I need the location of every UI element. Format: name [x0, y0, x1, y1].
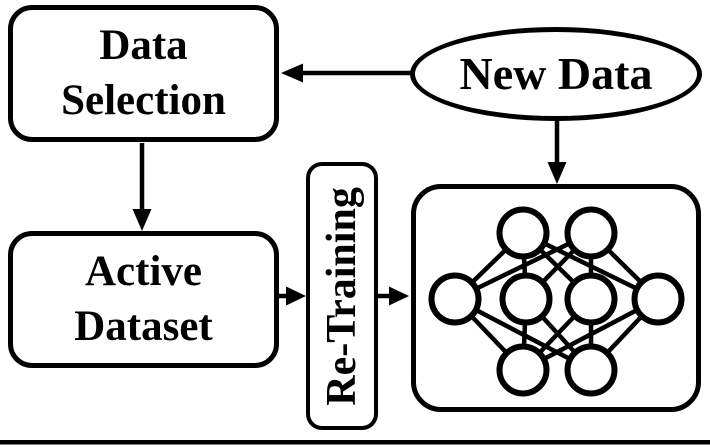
active-dataset-line1: Active: [84, 248, 202, 296]
arrow-retraining-to-neuralnetwork: [378, 286, 409, 306]
arrow-newdata-to-neuralnetwork: [547, 120, 567, 184]
new-data-label: New Data: [459, 48, 653, 100]
data-selection-label: Data Selection: [61, 19, 226, 127]
data-selection-line1: Data: [99, 22, 188, 70]
node-re-training: Re-Training: [306, 162, 378, 430]
re-training-label: Re-Training: [318, 186, 365, 406]
active-dataset-line2: Dataset: [74, 302, 213, 350]
node-active-dataset: Active Dataset: [8, 231, 279, 368]
active-dataset-label: Active Dataset: [74, 245, 213, 353]
bottom-divider: [0, 440, 710, 445]
node-new-data: New Data: [410, 27, 702, 121]
node-data-selection: Data Selection: [8, 5, 279, 142]
node-neural-network: [411, 184, 701, 412]
data-selection-line2: Selection: [61, 76, 226, 124]
arrow-newdata-to-dataselection: [281, 63, 412, 83]
arrow-activedataset-to-retraining: [278, 286, 306, 306]
arrow-dataselection-to-activedataset: [132, 143, 152, 231]
